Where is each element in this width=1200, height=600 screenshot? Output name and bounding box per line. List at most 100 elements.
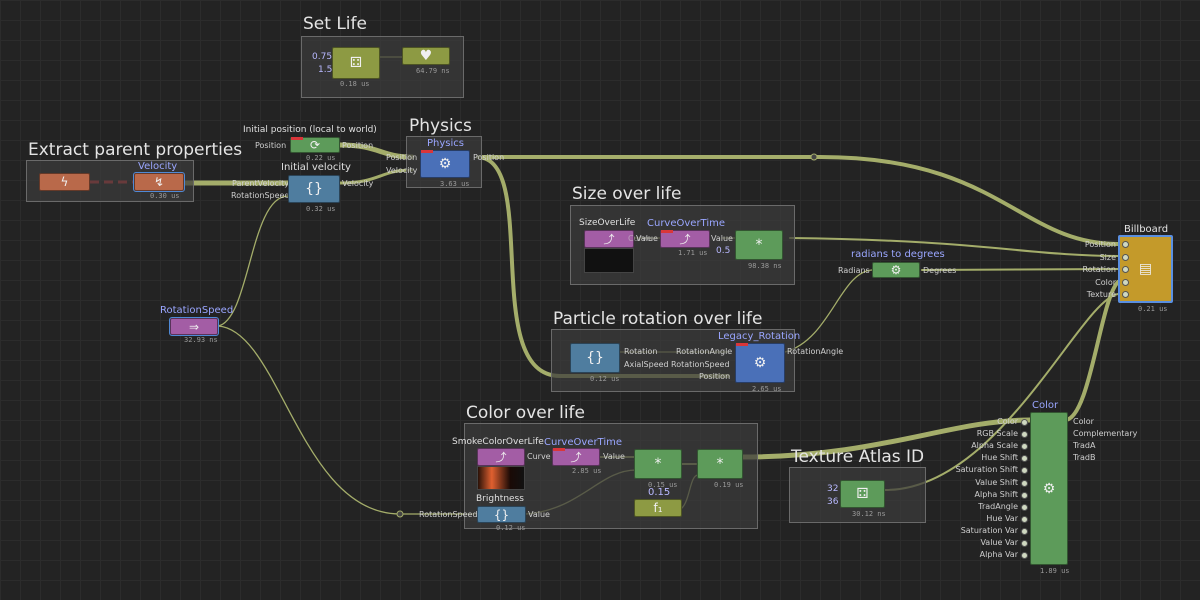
color-input-label: Saturation Shift: [955, 465, 1018, 475]
extract-parent-node[interactable]: ϟ: [39, 173, 90, 191]
color-output-label: TradB: [1073, 453, 1096, 463]
size-curve-time: 1.71 us: [678, 249, 708, 257]
radians-in-label: Radians: [838, 266, 870, 275]
rotation-speed-node[interactable]: ⇒: [169, 317, 219, 336]
billboard-icon: ▤: [1138, 261, 1153, 277]
color-multiply-2-time: 0.19 us: [714, 481, 744, 489]
arrow-right-icon: ⇒: [188, 319, 200, 334]
set-life-heart-node[interactable]: ♥: [402, 47, 450, 65]
billboard-input-label: Size: [1099, 252, 1116, 262]
heart-icon: ♥: [419, 48, 433, 64]
initial-position-title: Initial position (local to world): [243, 125, 377, 135]
set-life-random-time: 0.18 us: [340, 80, 370, 88]
braces-icon: {}: [586, 350, 604, 366]
radians-to-degrees-node[interactable]: ⚙: [872, 262, 920, 278]
color-curve-in-label: Curve: [527, 452, 551, 461]
wire-color-billboard: [1063, 280, 1120, 422]
color-output-label: Complementary: [1073, 429, 1138, 439]
billboard-input-port[interactable]: [1122, 266, 1129, 274]
billboard-input-port[interactable]: [1122, 253, 1129, 261]
size-multiply-node[interactable]: *: [735, 230, 783, 260]
random-icon: ⚃: [349, 55, 363, 71]
billboard-input-label: Rotation: [1082, 265, 1116, 275]
color-input-label: Alpha Shift: [974, 489, 1018, 499]
random-icon: ⚃: [856, 486, 869, 502]
color-input-label: Alpha Var: [979, 550, 1018, 560]
size-over-life-node[interactable]: ⤴: [584, 230, 634, 248]
texture-atlas-input-2[interactable]: 36: [827, 497, 839, 507]
rotation-param-node[interactable]: {}: [570, 343, 620, 373]
legacy-rotation-time: 2.65 us: [752, 385, 782, 393]
size-over-life-curve-thumbnail[interactable]: [584, 248, 634, 273]
color-const-value[interactable]: 0.15: [648, 487, 671, 498]
color-curve-node[interactable]: ⤴: [552, 448, 600, 466]
texture-atlas-node[interactable]: ⚃: [840, 480, 885, 508]
braces-icon: {}: [493, 507, 510, 522]
initial-position-node[interactable]: ⟳: [290, 137, 340, 153]
size-mult-input[interactable]: 0.5: [716, 246, 731, 256]
color-input-port[interactable]: [1021, 503, 1028, 511]
size-curve-in-label: Curve: [628, 234, 652, 243]
color-input-port[interactable]: [1021, 419, 1028, 426]
color-input-label: Value Shift: [975, 477, 1018, 487]
color-node[interactable]: ⚙: [1030, 412, 1068, 565]
physics-in2-label: Velocity: [386, 166, 418, 175]
color-multiply-node-1[interactable]: *: [634, 449, 682, 479]
initial-velocity-out-label: Velocity: [342, 179, 374, 188]
color-input-port[interactable]: [1021, 515, 1028, 523]
color-curve-title: CurveOverTime: [544, 437, 623, 448]
size-curve-out-label: Value: [711, 234, 733, 243]
billboard-input-port[interactable]: [1122, 241, 1129, 248]
billboard-input-port[interactable]: [1122, 291, 1129, 299]
set-life-input-1[interactable]: 0.75: [312, 52, 333, 62]
color-input-label: TradAngle: [978, 501, 1018, 511]
color-input-port[interactable]: [1021, 455, 1028, 463]
curve-icon: ⤴: [679, 232, 691, 246]
smoke-color-title: SmokeColorOverLife: [452, 437, 544, 447]
color-output-label: TradA: [1073, 441, 1096, 451]
curve-icon: ⤴: [495, 450, 507, 464]
color-node-title: Color: [1032, 400, 1059, 411]
color-multiply-node-2[interactable]: *: [697, 449, 743, 479]
velocity-node-title: Velocity: [138, 161, 178, 172]
function-node[interactable]: f₁: [634, 499, 682, 517]
group-title-particle-rotation: Particle rotation over life: [553, 309, 763, 329]
color-input-label: Hue Var: [986, 513, 1018, 523]
set-life-random-node[interactable]: ⚃: [332, 47, 380, 79]
legacy-out-label: RotationAngle: [787, 347, 844, 356]
texture-atlas-input-1[interactable]: 32: [827, 484, 839, 494]
velocity-node[interactable]: ↯: [133, 172, 185, 192]
set-life-input-2[interactable]: 1.5: [318, 65, 333, 75]
smoke-color-node[interactable]: ⤴: [477, 448, 525, 466]
color-input-port[interactable]: [1021, 479, 1028, 487]
initial-velocity-node[interactable]: {}: [288, 175, 340, 203]
color-input-port[interactable]: [1021, 431, 1028, 439]
rotation-param-out1: Rotation: [624, 347, 658, 356]
billboard-input-port[interactable]: [1122, 278, 1129, 286]
legacy-rotation-node[interactable]: ⚙: [735, 343, 785, 383]
color-input-port[interactable]: [1021, 491, 1028, 499]
color-input-label: RGB Scale: [976, 429, 1018, 439]
color-input-port[interactable]: [1021, 527, 1028, 535]
color-input-port[interactable]: [1021, 467, 1028, 475]
color-input-label: Color: [997, 417, 1018, 426]
function-icon: f₁: [653, 501, 663, 515]
brightness-time: 0.12 us: [496, 524, 526, 532]
rotation-param-out2: AxialSpeed: [624, 360, 669, 369]
billboard-input-label: Texture: [1086, 290, 1116, 300]
size-curve-node[interactable]: ⤴: [660, 230, 710, 248]
velocity-node-time: 0.30 us: [150, 192, 180, 200]
smoke-color-curve-thumbnail[interactable]: [477, 466, 525, 490]
color-input-port[interactable]: [1021, 552, 1028, 560]
group-title-texture-atlas: Texture Atlas ID: [791, 447, 925, 467]
gear-icon: ⚙: [1042, 480, 1056, 497]
color-curve-time: 2.85 us: [572, 467, 602, 475]
color-input-port[interactable]: [1021, 443, 1028, 451]
size-over-life-title: SizeOverLife: [579, 218, 636, 228]
brightness-node[interactable]: {}: [477, 506, 526, 523]
velocity-icon: ↯: [153, 175, 165, 189]
gear-icon: ⚙: [890, 263, 902, 277]
color-input-port[interactable]: [1021, 540, 1028, 547]
physics-node[interactable]: ⚙: [420, 150, 470, 178]
initial-position-out-label: Position: [342, 141, 374, 150]
